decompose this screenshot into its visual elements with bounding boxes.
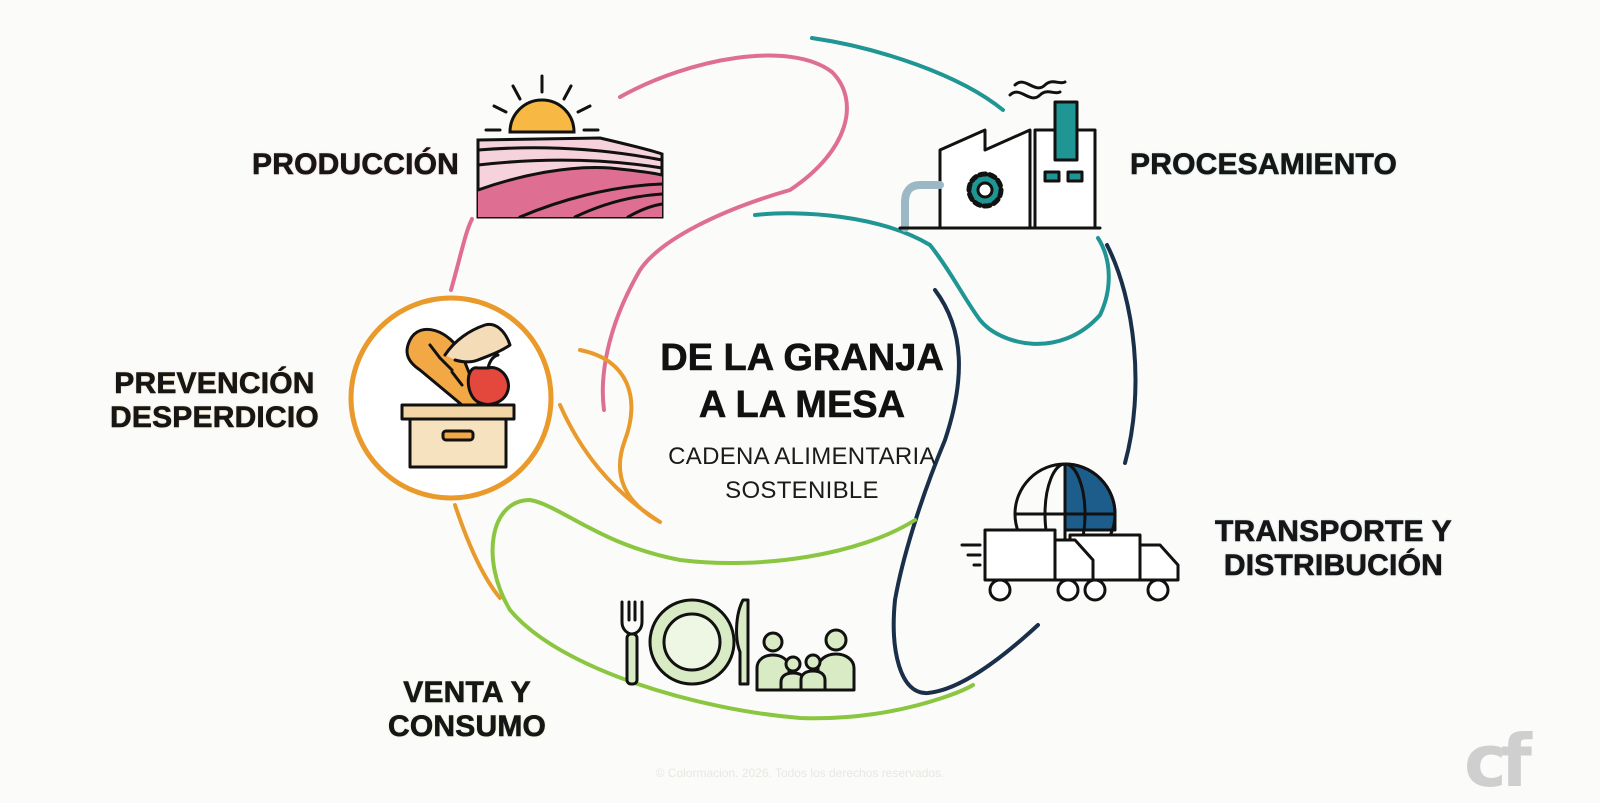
- green-arrow: [490, 497, 975, 721]
- diagram-title: DE LA GRANJA A LA MESA: [612, 335, 992, 429]
- globe-trucks-icon: [960, 462, 1180, 602]
- stage-label-prevencion: PREVENCIÓN DESPERDICIO: [110, 367, 319, 435]
- stage-label-produccion-line: PRODUCCIÓN: [252, 148, 460, 182]
- stage-label-produccion: PRODUCCIÓN: [252, 148, 459, 182]
- stage-label-transporte: TRANSPORTE Y DISTRIBUCIÓN: [1215, 515, 1452, 583]
- diagram-subtitle: CADENA ALIMENTARIA SOSTENIBLE: [612, 440, 992, 508]
- teal-arrow: [753, 36, 1111, 346]
- diagram-subtitle-line-1: CADENA ALIMENTARIA: [668, 443, 936, 470]
- copyright-notice: © Colormacion. 2026. Todos los derechos …: [655, 766, 945, 780]
- stage-label-venta-line-1: VENTA Y: [403, 676, 531, 710]
- stage-label-procesamiento-line: PROCESAMIENTO: [1130, 148, 1398, 182]
- plate-family-icon: [620, 598, 856, 692]
- farm-sunrise-icon: [476, 74, 664, 219]
- diagram-subtitle-line-2: SOSTENIBLE: [725, 477, 879, 504]
- pink-arrow: [449, 53, 849, 412]
- diagram-title-line-2: A LA MESA: [698, 384, 906, 427]
- cycle-arrows: [449, 36, 1138, 721]
- orange-arrow: [453, 348, 662, 600]
- food-donation-box-icon: [348, 295, 554, 501]
- stage-label-prevencion-line-2: DESPERDICIO: [110, 401, 319, 435]
- stage-label-procesamiento: PROCESAMIENTO: [1130, 148, 1397, 182]
- stage-label-venta-line-2: CONSUMO: [388, 710, 547, 744]
- stage-label-transporte-line-2: DISTRIBUCIÓN: [1223, 549, 1443, 583]
- navy-arrow: [891, 243, 1138, 696]
- diagram-title-line-1: DE LA GRANJA: [660, 337, 944, 380]
- factory-icon: [898, 80, 1102, 232]
- stage-label-prevencion-line-1: PREVENCIÓN: [114, 367, 315, 401]
- stage-label-transporte-line-1: TRANSPORTE Y: [1215, 515, 1452, 549]
- stage-label-venta: VENTA Y CONSUMO: [388, 676, 546, 744]
- brand-logo: cf: [1464, 719, 1532, 803]
